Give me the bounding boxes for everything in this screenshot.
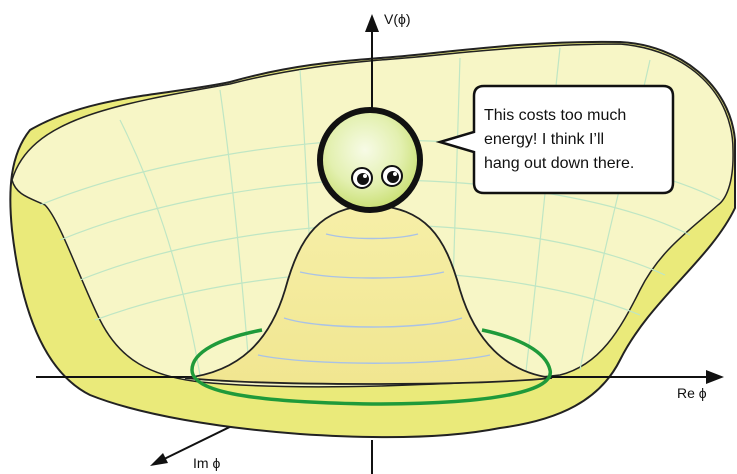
vertical-axis-label: V(ϕ) xyxy=(384,11,411,27)
speech-bubble: This costs too much energy! I think I’ll… xyxy=(440,86,673,193)
speech-line-1: This costs too much xyxy=(484,107,626,124)
real-axis-label: Re ϕ xyxy=(677,385,707,401)
speech-line-3: hang out down there. xyxy=(484,155,634,172)
imaginary-axis-label: Im ϕ xyxy=(193,455,220,471)
speech-line-2: energy! I think I’ll xyxy=(484,131,604,148)
ball-character xyxy=(320,110,420,210)
